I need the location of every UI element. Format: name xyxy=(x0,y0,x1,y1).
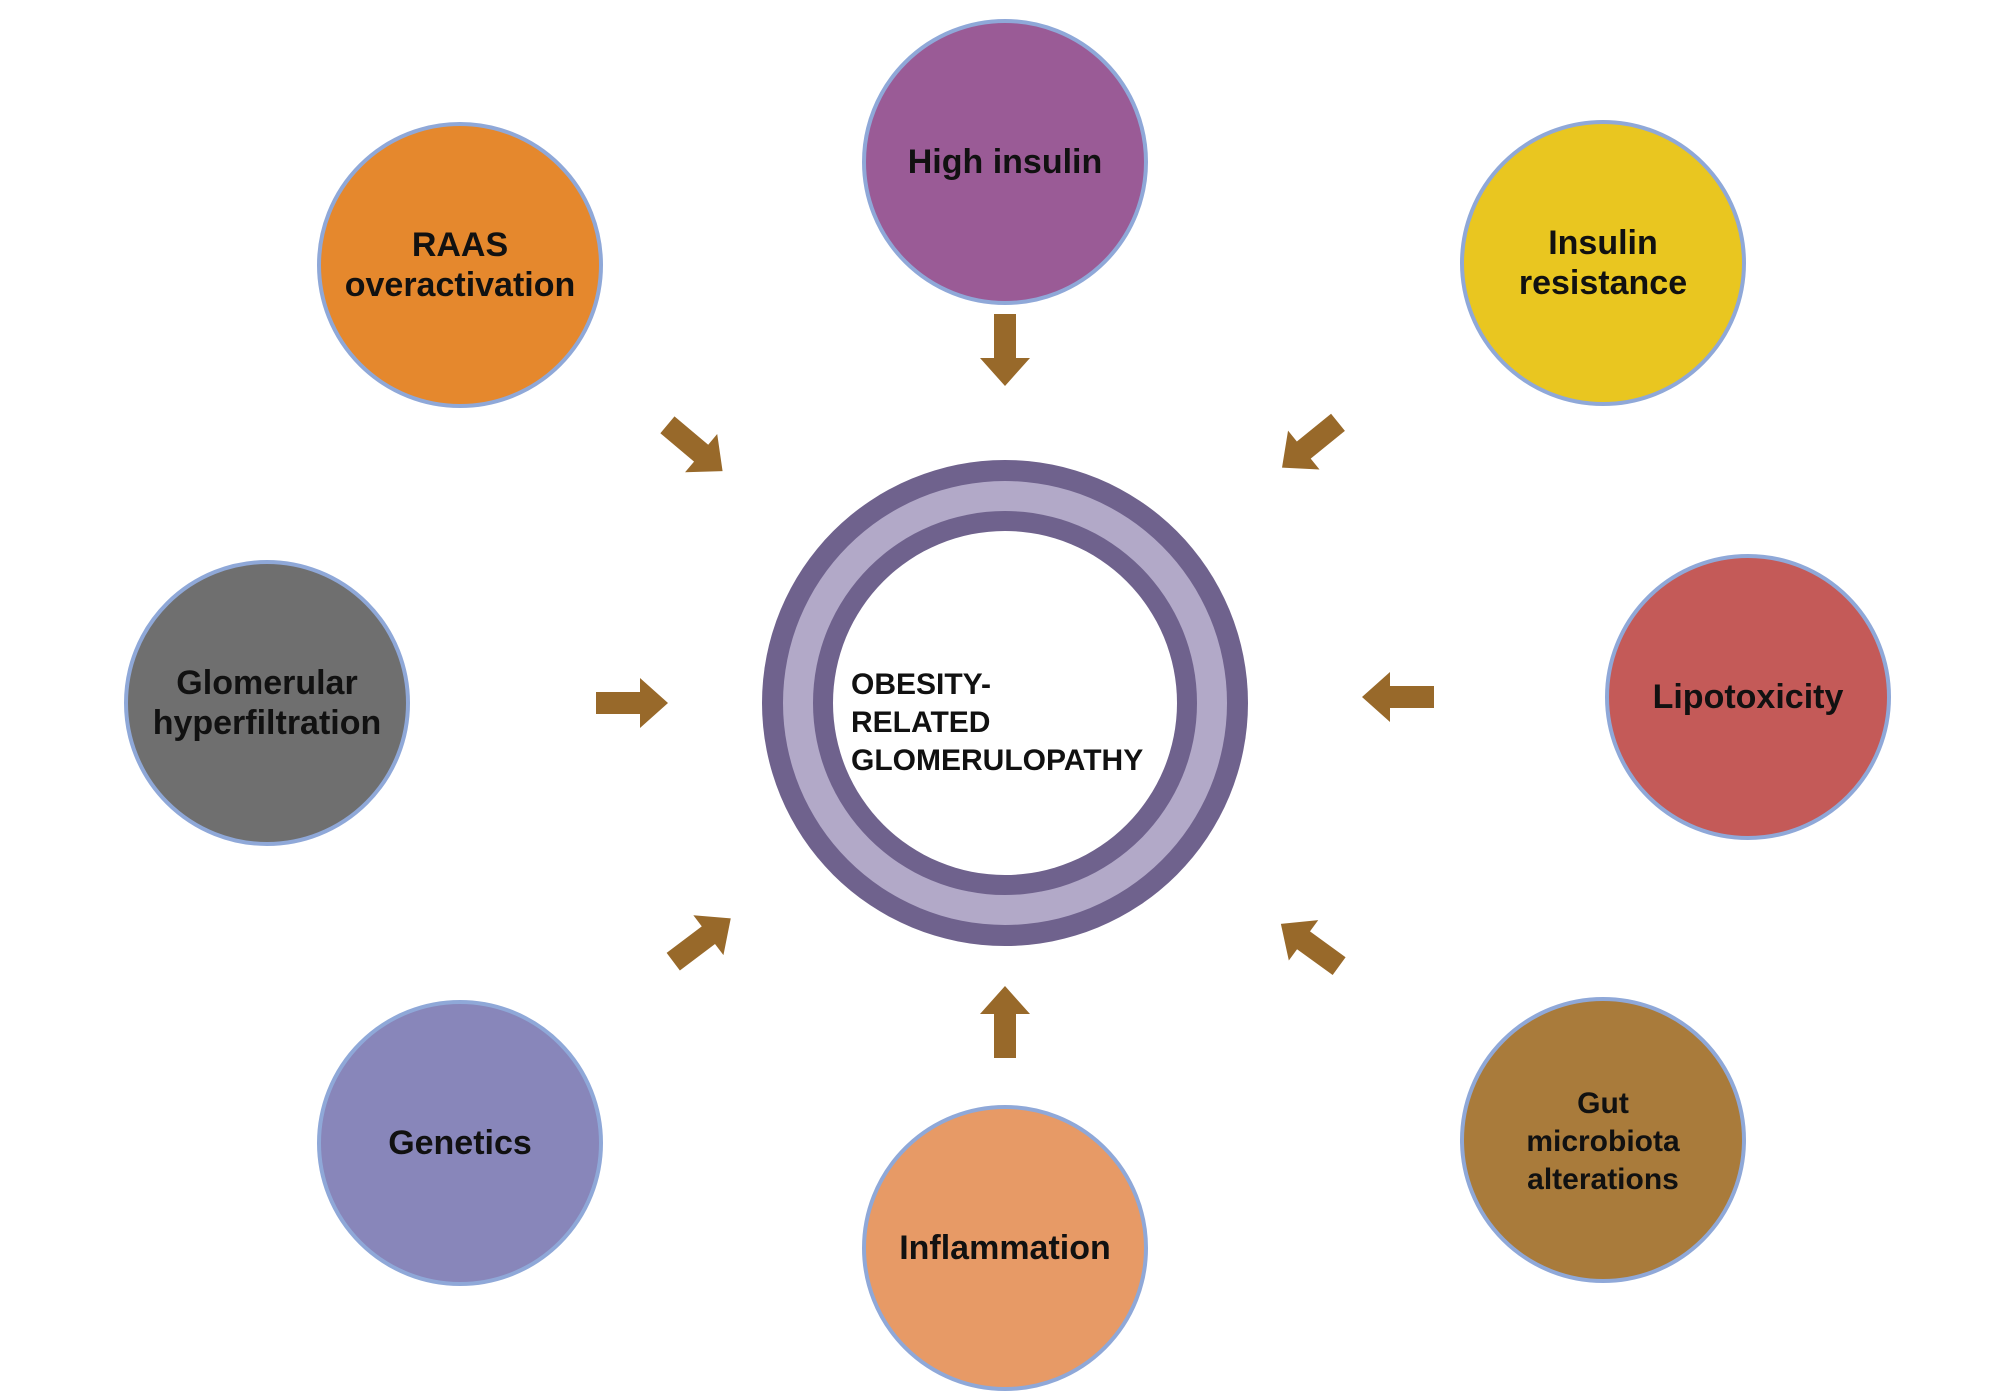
factor-label-line: resistance xyxy=(1519,264,1687,302)
center-core xyxy=(833,531,1177,875)
factor-label-line: Inflammation xyxy=(899,1229,1111,1267)
factor-label-line: Genetics xyxy=(388,1124,532,1162)
factor-label-line: RAAS xyxy=(412,226,508,264)
factor-label-line: microbiota xyxy=(1526,1125,1680,1158)
factor-label-line: High insulin xyxy=(908,143,1103,181)
factor-label-line: overactivation xyxy=(345,266,576,304)
factor-label-genetics: Genetics xyxy=(388,1124,532,1162)
factor-label-line: Glomerular xyxy=(176,664,357,702)
factor-high-insulin: High insulin xyxy=(862,19,1148,305)
factor-circle-high-insulin xyxy=(862,19,1148,305)
factor-circle-raas-overactivation xyxy=(317,122,603,408)
arrow-from-insulin-resistance xyxy=(1282,413,1345,470)
factor-circle-genetics xyxy=(317,1000,603,1286)
center-label-line-3: GLOMERULOPATHY xyxy=(851,744,1143,777)
factor-circle-glomerular-hyperfiltration xyxy=(124,560,410,846)
factor-lipotoxicity: Lipotoxicity xyxy=(1605,554,1891,840)
arrow-from-high-insulin xyxy=(980,314,1030,386)
center-node: OBESITY- RELATED GLOMERULOPATHY xyxy=(762,460,1248,946)
center-label-line-1: OBESITY- xyxy=(851,668,991,701)
factor-label-line: alterations xyxy=(1527,1163,1679,1196)
center-label-line-2: RELATED xyxy=(851,706,990,739)
factor-circle-inflammation xyxy=(862,1105,1148,1391)
factor-label-inflammation: Inflammation xyxy=(899,1229,1111,1267)
factor-label-lipotoxicity: Lipotoxicity xyxy=(1653,678,1844,716)
arrow-from-gut-microbiota-alterations xyxy=(1280,920,1346,976)
arrows-layer xyxy=(596,314,1434,1058)
factor-label-high-insulin: High insulin xyxy=(908,143,1103,181)
factor-label-line: Insulin xyxy=(1548,224,1658,262)
factor-genetics: Genetics xyxy=(317,1000,603,1286)
arrow-from-inflammation xyxy=(980,986,1030,1058)
factor-label-gut-microbiota-alterations: Gut microbiota alterations xyxy=(1526,1087,1680,1196)
factor-label-line: Gut xyxy=(1577,1087,1629,1120)
factor-label-line: Lipotoxicity xyxy=(1653,678,1844,716)
factor-inflammation: Inflammation xyxy=(862,1105,1148,1391)
factor-circle-lipotoxicity xyxy=(1605,554,1891,840)
factor-gut-microbiota-alterations: Gut microbiota alterations xyxy=(1460,997,1746,1283)
arrow-from-genetics xyxy=(666,915,731,971)
arrow-from-lipotoxicity xyxy=(1362,672,1434,722)
center-label: OBESITY- RELATED GLOMERULOPATHY xyxy=(851,668,1143,777)
arrow-from-raas-overactivation xyxy=(660,416,723,473)
arrow-from-glomerular-hyperfiltration xyxy=(596,678,668,728)
factor-circle-gut-microbiota-alterations xyxy=(1460,997,1746,1283)
factor-label-line: hyperfiltration xyxy=(153,704,382,742)
factor-circle-insulin-resistance xyxy=(1460,120,1746,406)
